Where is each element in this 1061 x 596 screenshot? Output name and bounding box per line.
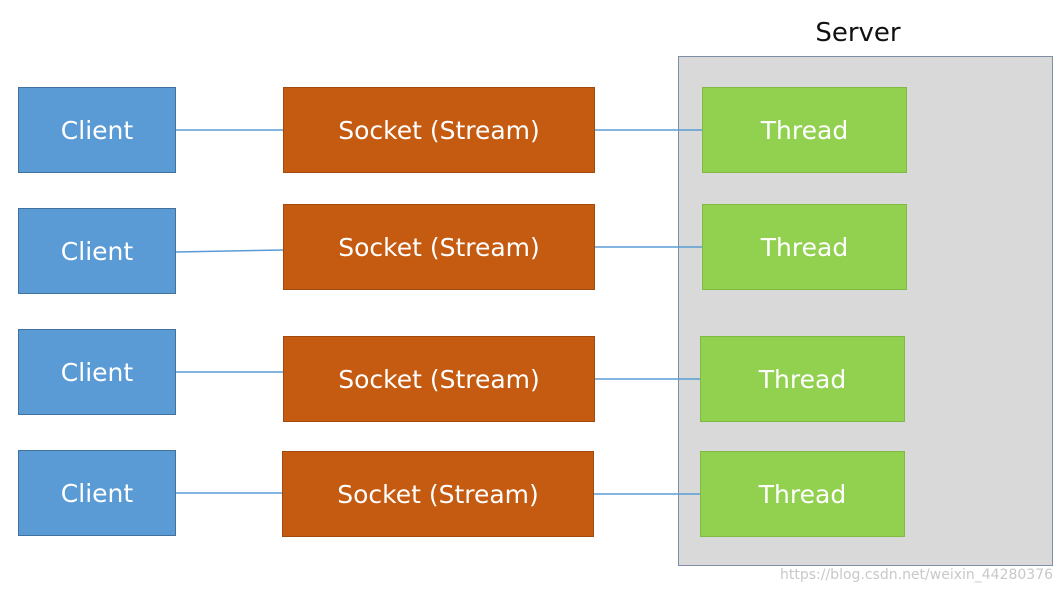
thread-node-2: Thread bbox=[702, 204, 907, 290]
socket-label: Socket (Stream) bbox=[338, 232, 540, 262]
socket-label: Socket (Stream) bbox=[338, 115, 540, 145]
socket-node-3: Socket (Stream) bbox=[283, 336, 595, 422]
server-title: Server bbox=[815, 18, 901, 48]
socket-label: Socket (Stream) bbox=[337, 479, 539, 509]
client-label: Client bbox=[60, 357, 134, 387]
thread-node-4: Thread bbox=[700, 451, 905, 537]
socket-node-1: Socket (Stream) bbox=[283, 87, 595, 173]
connector-client-socket-2 bbox=[175, 249, 284, 253]
thread-label: Thread bbox=[760, 232, 849, 262]
client-label: Client bbox=[60, 236, 134, 266]
thread-label: Thread bbox=[760, 115, 849, 145]
watermark-text: https://blog.csdn.net/weixin_44280376 bbox=[780, 567, 1054, 583]
thread-node-3: Thread bbox=[700, 336, 905, 422]
client-node-1: Client bbox=[18, 87, 176, 173]
socket-label: Socket (Stream) bbox=[338, 364, 540, 394]
thread-node-1: Thread bbox=[702, 87, 907, 173]
client-label: Client bbox=[60, 478, 134, 508]
socket-node-4: Socket (Stream) bbox=[282, 451, 594, 537]
client-node-2: Client bbox=[18, 208, 176, 294]
thread-label: Thread bbox=[758, 364, 847, 394]
socket-node-2: Socket (Stream) bbox=[283, 204, 595, 290]
client-node-3: Client bbox=[18, 329, 176, 415]
client-label: Client bbox=[60, 115, 134, 145]
client-node-4: Client bbox=[18, 450, 176, 536]
thread-label: Thread bbox=[758, 479, 847, 509]
